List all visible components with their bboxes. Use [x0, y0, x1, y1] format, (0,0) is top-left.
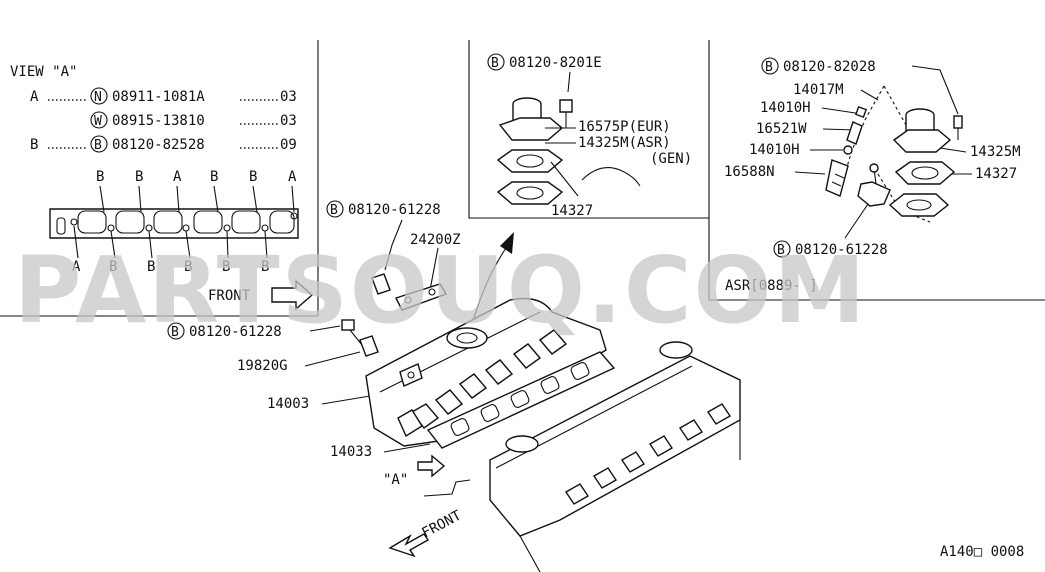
mid-bolt-part: 08120-8201E [509, 55, 602, 71]
view-a-row2-qty: 03 [280, 113, 297, 129]
svg-text:A: A [173, 169, 182, 185]
view-a-row2-part: 08915-13810 [112, 113, 205, 129]
view-a-title: VIEW "A" [10, 64, 77, 80]
panel-borders [0, 40, 1045, 317]
main-part-14003: 14003 [267, 396, 309, 412]
mid-part-16575p: 16575P(EUR) [578, 119, 671, 135]
view-a-row1-qty: 03 [280, 89, 297, 105]
right-part-16588n: 16588N [724, 164, 775, 180]
watermark: PARTSOUQ.COM [14, 237, 867, 344]
svg-text:B: B [171, 325, 179, 340]
main-assembly: B 08120-61228 24200Z B 08120-61228 19820… [167, 200, 741, 572]
manifold-gasket-drawing [426, 351, 616, 449]
svg-text:A: A [288, 169, 297, 185]
right-part-14017m: 14017M [793, 82, 844, 98]
right-bolt-bottom-part: 08120-61228 [795, 242, 888, 258]
right-part-16521w: 16521W [756, 121, 807, 137]
mid-part-14325m: 14325M(ASR) [578, 135, 671, 151]
svg-text:B: B [491, 56, 499, 71]
main-part-24200z: 24200Z [410, 232, 461, 248]
front-arrow-icon [271, 279, 314, 311]
view-a-row1-part: 08911-1081A [112, 89, 205, 105]
view-a-row3-qty: 09 [280, 137, 297, 153]
view-a-row3-key: B [30, 137, 38, 153]
n-symbol-icon [90, 87, 108, 105]
svg-text:B: B [330, 203, 338, 218]
main-part-19820g: 19820G [237, 358, 288, 374]
front-arrow-down-icon [388, 533, 430, 558]
main-bolt-a-part: 08120-61228 [348, 202, 441, 218]
svg-text:B: B [222, 259, 230, 275]
right-part-14010h-b: 14010H [749, 142, 800, 158]
gasket-view-a-drawing [49, 185, 299, 259]
svg-text:B: B [96, 169, 104, 185]
b-symbol-icon [326, 200, 344, 218]
exhaust-manifold-drawing [365, 297, 607, 447]
right-part-14325m: 14325M [970, 144, 1021, 160]
heat-shield-bracket-drawing [371, 273, 448, 311]
b-symbol-icon [167, 322, 185, 340]
up-arrow-icon [500, 232, 514, 254]
b-symbol-icon [773, 240, 791, 258]
mid-inset-panel: B 08120-8201E 16575P(EUR) 14325M(ASR) (G… [487, 53, 692, 219]
svg-text:B: B [765, 60, 773, 75]
right-asr-note: ASR[0889- ] [725, 278, 818, 294]
svg-text:W: W [94, 114, 102, 129]
svg-text:B: B [249, 169, 257, 185]
b-symbol-icon [90, 135, 108, 153]
svg-text:B: B [94, 138, 102, 153]
svg-text:N: N [94, 90, 102, 105]
svg-text:B: B [261, 259, 269, 275]
view-a-arrow-icon [417, 454, 446, 478]
main-bolt-b-part: 08120-61228 [189, 324, 282, 340]
svg-text:B: B [109, 259, 117, 275]
mid-part-gen: (GEN) [650, 151, 692, 167]
b-symbol-icon [761, 57, 779, 75]
svg-text:B: B [184, 259, 192, 275]
svg-text:B: B [777, 243, 785, 258]
small-bolt-drawing [341, 319, 379, 357]
svg-text:B: B [147, 259, 155, 275]
right-part-14327: 14327 [975, 166, 1017, 182]
mid-part-14327: 14327 [551, 203, 593, 219]
main-view-marker: "A" [383, 472, 408, 488]
view-a-front-label: FRONT [208, 288, 251, 304]
view-a-panel: VIEW "A" A N 08911-1081A 03 W 08915-1381… [10, 64, 314, 311]
cylinder-head-drawing [489, 341, 741, 572]
right-sensor-drawing [825, 85, 963, 223]
mid-sensor-drawing [496, 97, 641, 205]
right-bolt-top-part: 08120-82028 [783, 59, 876, 75]
svg-text:B: B [135, 169, 143, 185]
main-part-14033: 14033 [330, 444, 372, 460]
w-symbol-icon [90, 111, 108, 129]
right-inset-panel: B 08120-82028 14017M 14010H 16521W 14010… [724, 57, 1021, 294]
view-a-row1-key: A [30, 89, 39, 105]
view-a-row3-part: 08120-82528 [112, 137, 205, 153]
svg-text:B: B [210, 169, 218, 185]
right-part-14010h-a: 14010H [760, 100, 811, 116]
reference-code: A140□ 0008 [940, 544, 1024, 560]
svg-text:A: A [72, 259, 81, 275]
b-symbol-icon [487, 53, 505, 71]
